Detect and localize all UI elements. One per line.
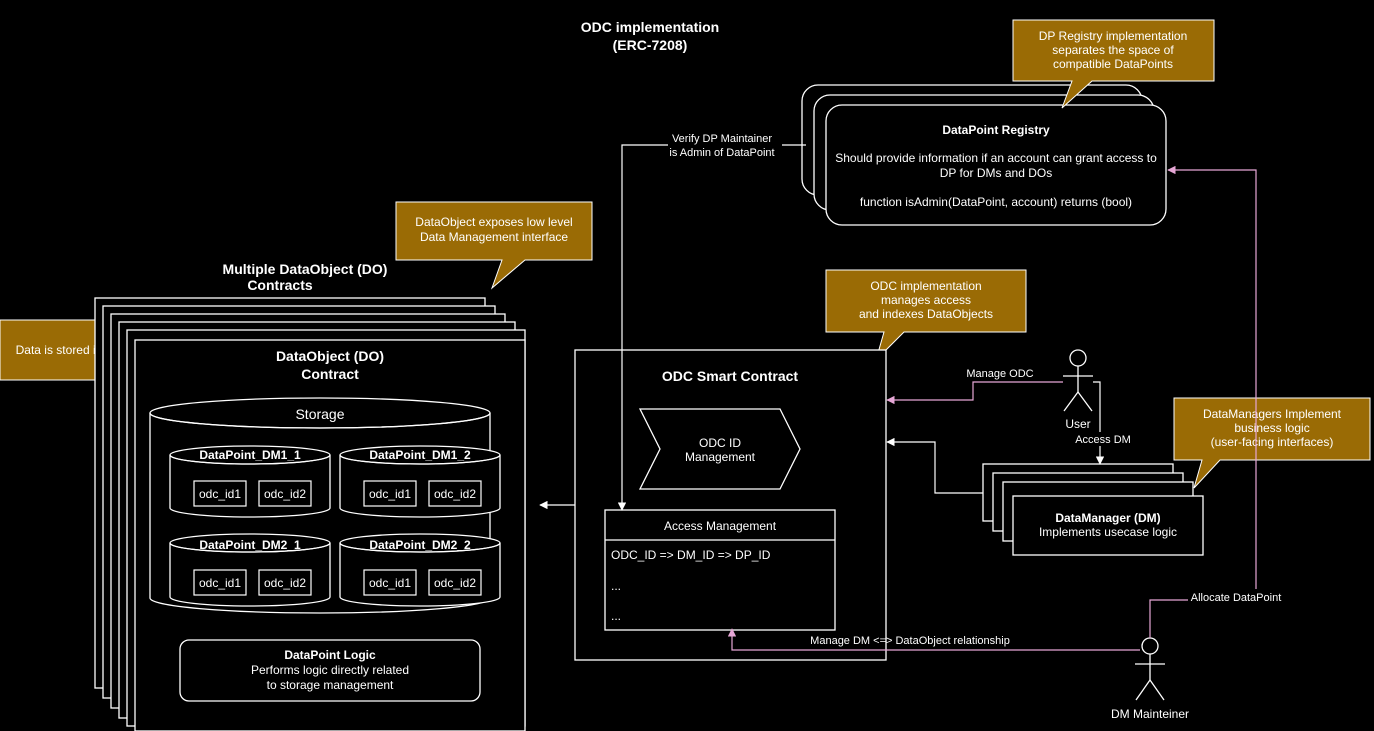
registry-box	[825, 104, 1167, 226]
datapoint-name: DataPoint_DM2_2	[369, 538, 471, 552]
datapoint-registry: DataPoint Registry Should provide inform…	[801, 84, 1167, 226]
multiple-do-line2: Contracts	[247, 277, 313, 293]
multiple-do-label: Multiple DataObject (DO) Contracts	[223, 261, 388, 293]
edge-manage-odc: Manage ODC	[886, 368, 1063, 405]
callout-odc: ODC implementation manages access and in…	[825, 269, 1027, 362]
odc-id-cell	[363, 569, 417, 596]
odc-id-cell	[193, 480, 247, 507]
callout-datamanagers: DataManagers Implement business logic (u…	[1173, 397, 1371, 489]
callout-registry-line3: compatible DataPoints	[1053, 57, 1173, 71]
datapoint-name: DataPoint_DM1_2	[369, 448, 471, 462]
odc-id-cell	[363, 480, 417, 507]
diagram-title: ODC implementation (ERC-7208)	[581, 19, 719, 53]
odc-id-cell	[258, 569, 312, 596]
edge-allocate-label: Allocate DataPoint	[1191, 592, 1282, 604]
edge-manage-dm-label: Manage DM <=> DataObject relationship	[810, 635, 1010, 647]
callout-odc-line2: manages access	[881, 293, 971, 307]
callout-datamanagers-line1: DataManagers Implement	[1203, 407, 1342, 421]
odc-id-cell	[428, 480, 482, 507]
odc-id-label: odc_id1	[369, 576, 411, 590]
user-label: User	[1065, 417, 1090, 431]
registry-desc-line1: Should provide information if an account…	[835, 151, 1157, 165]
storage-label: Storage	[295, 406, 344, 422]
edge-verify-line2: is Admin of DataPoint	[669, 147, 774, 159]
access-management-row: ODC_ID => DM_ID => DP_ID	[611, 548, 771, 562]
callout-dataobject: DataObject exposes low level Data Manage…	[395, 201, 593, 290]
odc-id-cell	[428, 569, 482, 596]
access-management-row: ...	[611, 579, 621, 593]
odc-id-label: odc_id2	[264, 576, 306, 590]
odc-id-label: odc_id2	[434, 576, 476, 590]
access-management-title: Access Management	[664, 519, 777, 533]
dataobject-title-line1: DataObject (DO)	[276, 348, 384, 364]
datapoint-dm2-1: DataPoint_DM2_1 odc_id1 odc_id2	[169, 533, 331, 607]
access-management-row: ...	[611, 609, 621, 623]
odc-smart-contract: ODC Smart Contract ODC ID Management Acc…	[574, 349, 887, 661]
registry-function: function isAdmin(DataPoint, account) ret…	[860, 195, 1132, 209]
callout-datamanagers-line3: (user-facing interfaces)	[1211, 435, 1334, 449]
odc-id-cell	[193, 569, 247, 596]
callout-dataobject-line1: DataObject exposes low level	[415, 215, 572, 229]
datapoint-logic-line1: Performs logic directly related	[251, 663, 409, 677]
edge-verify-line1: Verify DP Maintainer	[672, 133, 772, 145]
datamanager-desc: Implements usecase logic	[1039, 525, 1177, 539]
odc-id-label: odc_id2	[264, 487, 306, 501]
datapoint-dm1-1: DataPoint_DM1_1 odc_id1 odc_id2	[169, 445, 331, 518]
registry-desc-line2: DP for DMs and DOs	[940, 166, 1052, 180]
user-actor-icon	[1063, 349, 1093, 412]
registry-title: DataPoint Registry	[942, 123, 1050, 137]
datapoint-dm1-2: DataPoint_DM1_2 odc_id1 odc_id2	[339, 445, 501, 518]
maintainer-actor-icon	[1135, 637, 1165, 701]
multiple-do-line1: Multiple DataObject (DO)	[223, 261, 388, 277]
edge-manage-odc-label: Manage ODC	[966, 368, 1033, 380]
datapoint-name: DataPoint_DM2_1	[199, 538, 301, 552]
datamanager-box	[1012, 495, 1204, 556]
callout-datamanagers-line2: business logic	[1234, 421, 1309, 435]
odc-id-management-line2: Management	[685, 450, 756, 464]
odc-id-cell	[258, 480, 312, 507]
maintainer-label: DM Mainteiner	[1111, 707, 1189, 721]
datamanager-title: DataManager (DM)	[1055, 511, 1160, 525]
edge-access-dm: Access DM	[1066, 381, 1140, 465]
datapoint-dm2-2: DataPoint_DM2_2 odc_id1 odc_id2	[339, 533, 501, 607]
access-management-table	[604, 509, 836, 631]
edge-dm-to-odc	[886, 437, 983, 494]
edge-manage-dm-dataobject: Manage DM <=> DataObject relationship	[727, 628, 1140, 651]
callout-odc-line3: and indexes DataObjects	[859, 307, 993, 321]
callout-odc-line1: ODC implementation	[870, 279, 981, 293]
odc-id-label: odc_id1	[369, 487, 411, 501]
title-line1: ODC implementation	[581, 19, 719, 35]
odc-id-management-line1: ODC ID	[699, 436, 741, 450]
odc-id-label: odc_id2	[434, 487, 476, 501]
callout-dataobject-line2: Data Management interface	[420, 230, 568, 244]
title-line2: (ERC-7208)	[613, 37, 688, 53]
odc-id-management-step	[638, 408, 801, 490]
odc-id-label: odc_id1	[199, 576, 241, 590]
odc-id-label: odc_id1	[199, 487, 241, 501]
edge-access-dm-label: Access DM	[1075, 434, 1131, 446]
callout-registry-line1: DP Registry implementation	[1039, 29, 1188, 43]
datamanager-stack: DataManager (DM) Implements usecase logi…	[982, 463, 1204, 556]
edge-verify-dp-maintainer: Verify DP Maintainer is Admin of DataPoi…	[617, 133, 806, 511]
datapoint-logic: DataPoint Logic Performs logic directly …	[179, 639, 481, 702]
callout-registry-line2: separates the space of	[1052, 43, 1174, 57]
callout-registry: DP Registry implementation separates the…	[1012, 19, 1215, 109]
datapoint-logic-title: DataPoint Logic	[284, 648, 376, 662]
edge-allocate-datapoint: Allocate DataPoint	[1149, 165, 1288, 638]
odc-title: ODC Smart Contract	[662, 368, 798, 384]
datapoint-name: DataPoint_DM1_1	[199, 448, 301, 462]
dataobject-title-line2: Contract	[301, 366, 359, 382]
datapoint-logic-line2: to storage management	[267, 678, 394, 692]
